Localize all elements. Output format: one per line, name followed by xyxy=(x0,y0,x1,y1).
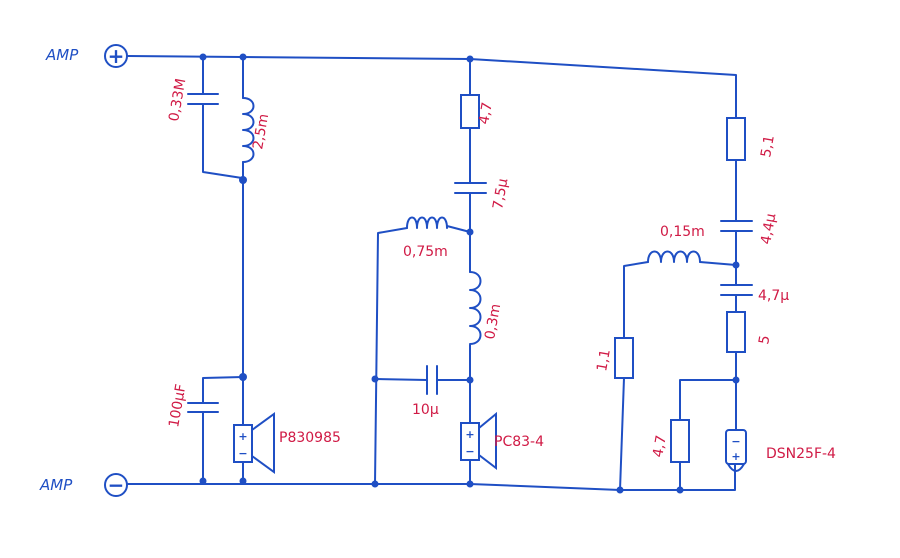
tweeter-resistor-series-label: 5 xyxy=(756,334,773,346)
capacitor-icon xyxy=(187,402,219,413)
speaker-icon: + − xyxy=(233,412,275,474)
tweeter-cap-top-label: 4,4µ xyxy=(758,212,779,246)
inductor-icon xyxy=(242,97,255,163)
svg-text:+: + xyxy=(238,430,247,443)
amp-plus-label: AMP xyxy=(45,46,79,64)
svg-text:−: − xyxy=(731,435,740,448)
capacitor-icon xyxy=(720,220,753,232)
speaker-icon: + − xyxy=(460,411,497,471)
capacitor-icon xyxy=(720,284,753,296)
resistor-icon xyxy=(460,94,480,129)
capacitor-icon xyxy=(187,93,219,105)
tweeter-cap-series-label: 4,7µ xyxy=(758,288,789,304)
tweeter-coil-label: 0,15m xyxy=(660,224,705,240)
inductor-icon xyxy=(469,271,482,345)
woofer-coil-label: 2,5m xyxy=(250,113,272,151)
minus-symbol: − xyxy=(108,473,125,497)
mid-cap-shunt-label: 10µ xyxy=(412,402,439,418)
wiring xyxy=(127,55,737,491)
inductor-icon xyxy=(647,250,701,263)
resistor-icon xyxy=(670,419,690,463)
resistor-icon xyxy=(614,337,634,379)
svg-text:−: − xyxy=(238,447,247,460)
mid-coil-series-label: 0,3m xyxy=(482,303,504,341)
woofer-cap-shunt-label: 100µF xyxy=(166,383,189,429)
amp-minus-terminal: AMP − xyxy=(39,473,128,497)
svg-text:+: + xyxy=(465,428,474,441)
speaker-icon: − + xyxy=(725,429,747,472)
mid-coil-shunt-label: 0,75m xyxy=(403,244,448,260)
capacitor-icon xyxy=(454,182,487,194)
mid-section: 4,7 7,5µ 0,75m 0,3m 10µ + − PC83-4 xyxy=(403,94,544,471)
inductor-icon xyxy=(406,216,448,229)
tweeter-resistor-shunt-label: 1,1 xyxy=(594,348,614,373)
mid-driver-label: PC83-4 xyxy=(494,434,544,450)
junctions xyxy=(199,53,740,494)
tweeter-driver-label: DSN25F-4 xyxy=(766,446,836,462)
tweeter-section: 5,1 4,4µ 0,15m 1,1 4,7µ 5 4,7 − + xyxy=(594,117,836,472)
plus-symbol: + xyxy=(108,44,125,68)
plus-terminal-icon xyxy=(104,44,128,68)
mid-resistor-label: 4,7 xyxy=(476,101,496,126)
svg-text:−: − xyxy=(465,445,474,458)
tweeter-resistor-top-label: 5,1 xyxy=(758,134,778,159)
mid-cap-series-label: 7,5µ xyxy=(490,177,511,211)
resistor-icon xyxy=(726,117,746,161)
tweeter-resistor-parallel-label: 4,7 xyxy=(650,434,670,459)
woofer-section: 0,33M 2,5m 100µF + − P830985 xyxy=(166,77,341,474)
svg-text:+: + xyxy=(731,450,740,463)
amp-plus-terminal: AMP + xyxy=(45,44,128,68)
woofer-driver-label: P830985 xyxy=(279,430,341,446)
minus-terminal-icon xyxy=(104,473,128,497)
amp-minus-label: AMP xyxy=(39,476,73,494)
woofer-cap-parallel-label: 0,33M xyxy=(166,77,189,122)
capacitor-icon xyxy=(426,365,438,395)
resistor-icon xyxy=(726,311,746,353)
